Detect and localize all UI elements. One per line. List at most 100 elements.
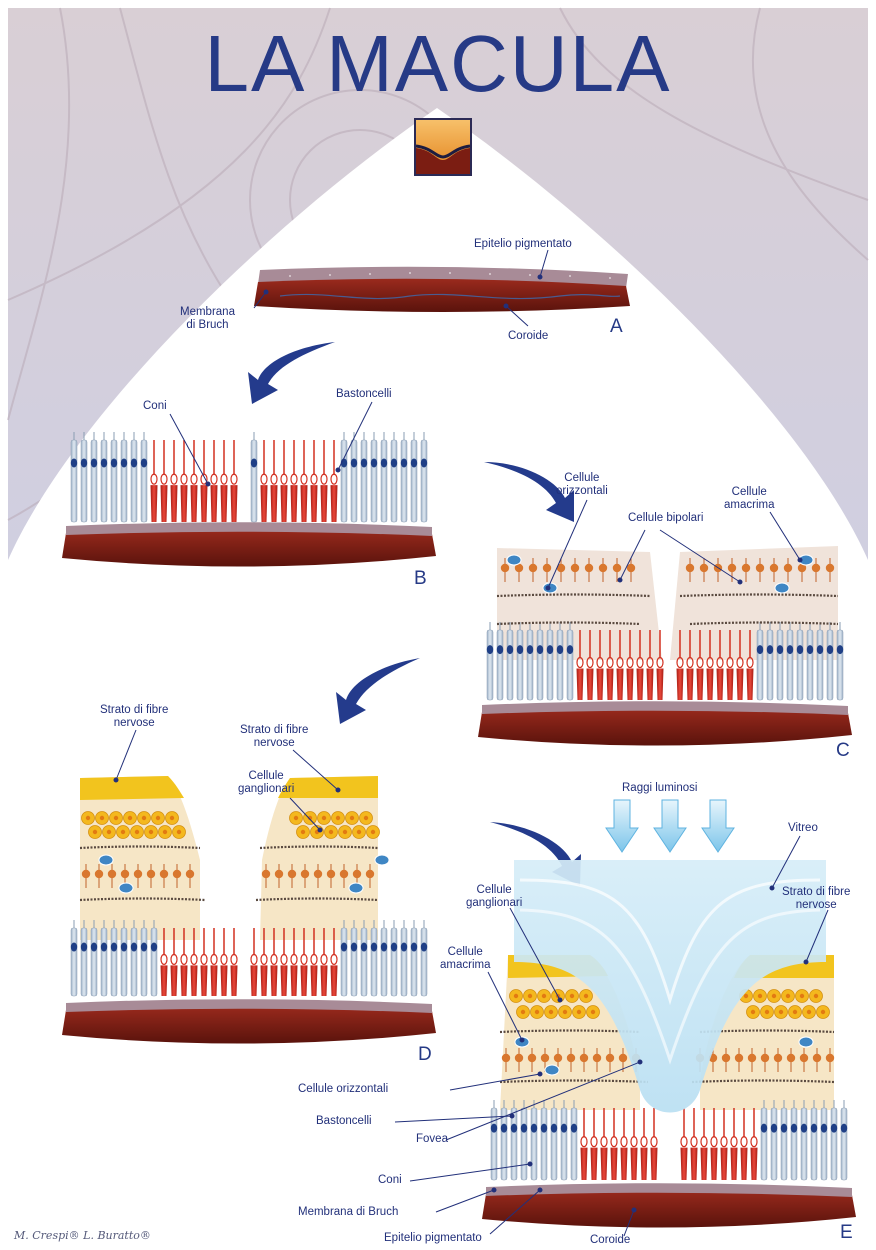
label-epitelio-pigmentato: Epitelio pigmentato [474,238,572,251]
rod-cell [761,1100,767,1180]
ganglion-cell [531,1006,544,1019]
rod-cell [837,622,843,700]
ganglion-cell [817,1006,830,1019]
panel-letter-e: E [840,1222,853,1244]
ganglion-cell [325,826,338,839]
rod-cell [381,920,387,996]
ganglion-cell [517,1006,530,1019]
rod-cell [527,622,533,700]
ganglion-cell [796,990,809,1003]
rod-cell [781,1100,787,1180]
ganglion-cell [304,812,317,825]
label-fovea: Fovea [416,1133,448,1146]
ganglion-cell [145,826,158,839]
rod-cell [787,622,793,700]
rod-cell [81,920,87,996]
page-title: LA MACULA [0,18,876,110]
ganglion-cell [782,990,795,1003]
panel-letter-b: B [414,568,427,590]
amacrine-cell [775,583,789,593]
rod-cell [111,920,117,996]
label-cellule-amacrima: Celluleamacrima [724,486,774,512]
ganglion-cell [339,826,352,839]
ganglion-cell [131,826,144,839]
rod-cell [797,622,803,700]
rod-cell [401,432,407,522]
ganglion-cell [761,1006,774,1019]
label-coroide: Coroide [590,1234,630,1247]
rod-cell [71,432,77,522]
ganglion-cell [96,812,109,825]
ganglion-cell [587,1006,600,1019]
rod-cell [557,622,563,700]
ganglion-cell [332,812,345,825]
label-coni: Coni [378,1174,402,1187]
ganglion-cell [538,990,551,1003]
rod-cell [817,622,823,700]
ganglion-cell [103,826,116,839]
rod-cell [351,920,357,996]
rod-cell [767,622,773,700]
amacrine-cell [799,1037,813,1047]
rod-cell [517,622,523,700]
rod-cell [777,622,783,700]
ganglion-cell [318,812,331,825]
ganglion-cell [82,812,95,825]
rod-cell [111,432,117,522]
rod-cell [361,432,367,522]
rod-cell [567,622,573,700]
label-bastoncelli: Bastoncelli [336,388,392,401]
amacrine-cell [99,855,113,865]
rod-cell [801,1100,807,1180]
rod-cell [551,1100,557,1180]
label-cellule-amacrima: Celluleamacrima [440,946,490,972]
light-rays [606,800,734,852]
rod-cell [371,432,377,522]
rod-cell [421,432,427,522]
ganglion-cell [754,990,767,1003]
label-coni: Coni [143,400,167,413]
rod-cell [381,432,387,522]
rod-cell [391,432,397,522]
rod-cell [487,622,493,700]
rod-cell [121,920,127,996]
rod-cell [757,622,763,700]
ganglion-cell [580,990,593,1003]
ganglion-cell [138,812,151,825]
label-cellule-orizzontali: Cellule orizzontali [298,1083,388,1096]
rod-cell [571,1100,577,1180]
ganglion-cell [117,826,130,839]
rod-cell [541,1100,547,1180]
ganglion-cell [573,1006,586,1019]
ganglion-cell [166,812,179,825]
rod-cell [491,1100,497,1180]
ganglion-cell [297,826,310,839]
amacrine-cell [349,883,363,893]
ganglion-cell [89,826,102,839]
rod-cell [341,920,347,996]
rod-cell [391,920,397,996]
rod-cell [131,432,137,522]
rod-cell [351,432,357,522]
label-cellule-bipolari: Cellule bipolari [628,512,703,525]
rod-cell [401,920,407,996]
ganglion-cell [346,812,359,825]
rod-cell [497,622,503,700]
rod-cell [827,622,833,700]
ganglion-cell [360,812,373,825]
rod-cell [71,920,77,996]
rod-cell [151,920,157,996]
rod-cell [411,432,417,522]
rod-cell [421,920,427,996]
rod-cell [561,1100,567,1180]
rod-cell [411,920,417,996]
rod-cell [361,920,367,996]
ganglion-cell [152,812,165,825]
ganglion-cell [747,1006,760,1019]
label-bastoncelli: Bastoncelli [316,1115,372,1128]
